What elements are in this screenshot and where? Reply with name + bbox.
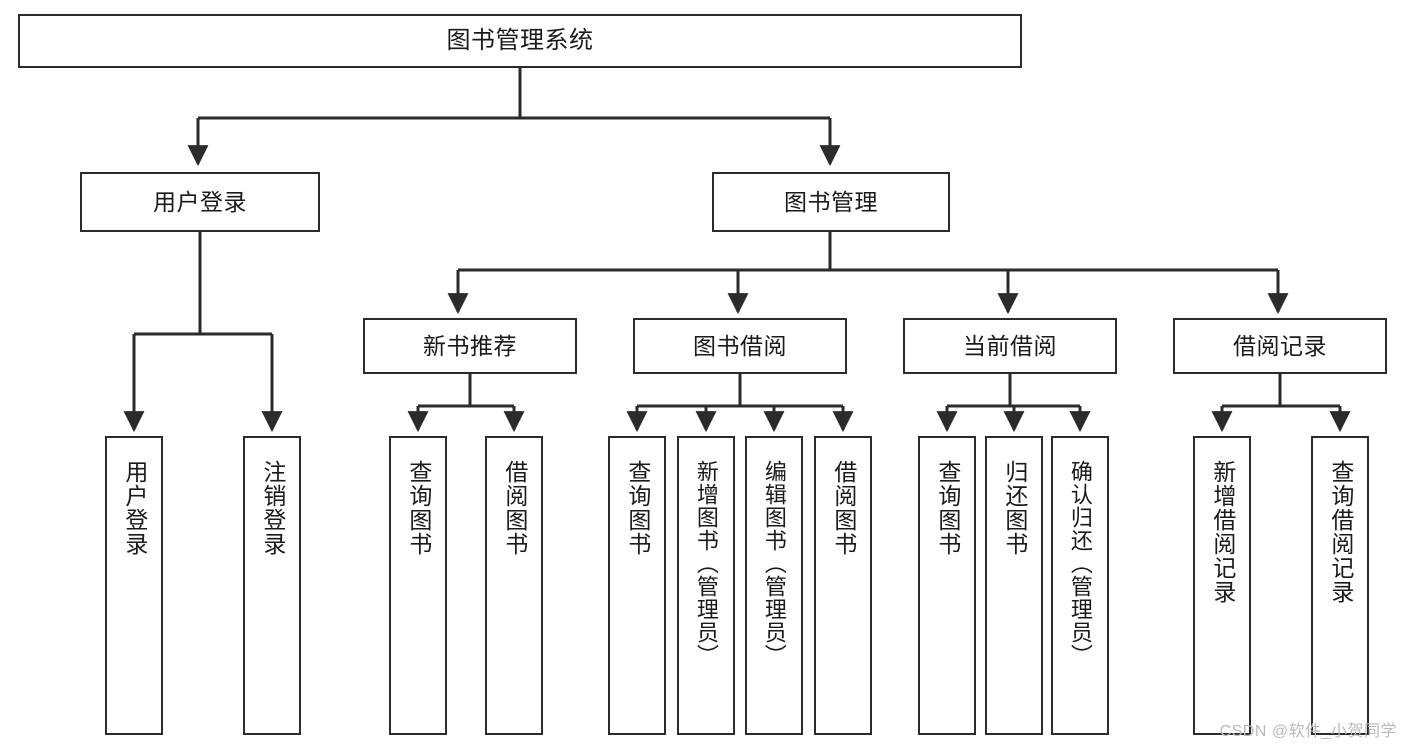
node-root-system[interactable]: 图书管理系统 <box>18 14 1022 68</box>
node-new-book-recommend[interactable]: 新书推荐 <box>363 318 577 374</box>
node-borrow-record[interactable]: 借阅记录 <box>1173 318 1387 374</box>
node-label: 查询图书 <box>405 460 432 556</box>
node-label: 借阅记录 <box>1233 332 1327 359</box>
leaf-return-book[interactable]: 归还图书 <box>985 436 1043 735</box>
node-current-borrow[interactable]: 当前借阅 <box>903 318 1117 374</box>
node-label: 图书管理 <box>784 188 878 215</box>
node-label: 借阅图书 <box>830 460 857 556</box>
node-label: 用户登录 <box>153 188 247 215</box>
leaf-borrow-book[interactable]: 借阅图书 <box>814 436 872 735</box>
leaf-logout[interactable]: 注销登录 <box>243 436 301 735</box>
node-label: 查询图书 <box>624 460 651 556</box>
node-label: 确认归还（管理员） <box>1067 460 1093 667</box>
leaf-query-book-recommend[interactable]: 查询图书 <box>389 436 447 735</box>
leaf-confirm-return-admin[interactable]: 确认归还（管理员） <box>1051 436 1109 735</box>
csdn-watermark: CSDN @软件_小贺同学 <box>1219 723 1397 740</box>
node-label: 查询图书 <box>934 460 961 556</box>
node-book-management[interactable]: 图书管理 <box>712 172 950 232</box>
node-label: 新增图书（管理员） <box>693 460 719 667</box>
node-label: 用户登录 <box>121 460 148 556</box>
node-user-login[interactable]: 用户登录 <box>80 172 320 232</box>
node-label: 图书借阅 <box>693 332 787 359</box>
node-label: 当前借阅 <box>963 332 1057 359</box>
leaf-add-borrow-record[interactable]: 新增借阅记录 <box>1193 436 1251 735</box>
node-label: 注销登录 <box>259 460 286 556</box>
node-label: 图书管理系统 <box>446 27 594 54</box>
node-book-borrow[interactable]: 图书借阅 <box>633 318 847 374</box>
node-label: 归还图书 <box>1001 460 1028 556</box>
leaf-edit-book-admin[interactable]: 编辑图书（管理员） <box>745 436 803 735</box>
leaf-query-borrow-record[interactable]: 查询借阅记录 <box>1311 436 1369 735</box>
node-label: 编辑图书（管理员） <box>761 460 787 667</box>
leaf-query-book-borrow[interactable]: 查询图书 <box>608 436 666 735</box>
node-label: 新书推荐 <box>423 332 517 359</box>
leaf-borrow-book-recommend[interactable]: 借阅图书 <box>485 436 543 735</box>
leaf-add-book-admin[interactable]: 新增图书（管理员） <box>677 436 735 735</box>
node-label: 借阅图书 <box>501 460 528 556</box>
leaf-user-login[interactable]: 用户登录 <box>105 436 163 735</box>
node-label: 新增借阅记录 <box>1209 460 1236 604</box>
leaf-query-book-current[interactable]: 查询图书 <box>918 436 976 735</box>
node-label: 查询借阅记录 <box>1327 460 1354 604</box>
